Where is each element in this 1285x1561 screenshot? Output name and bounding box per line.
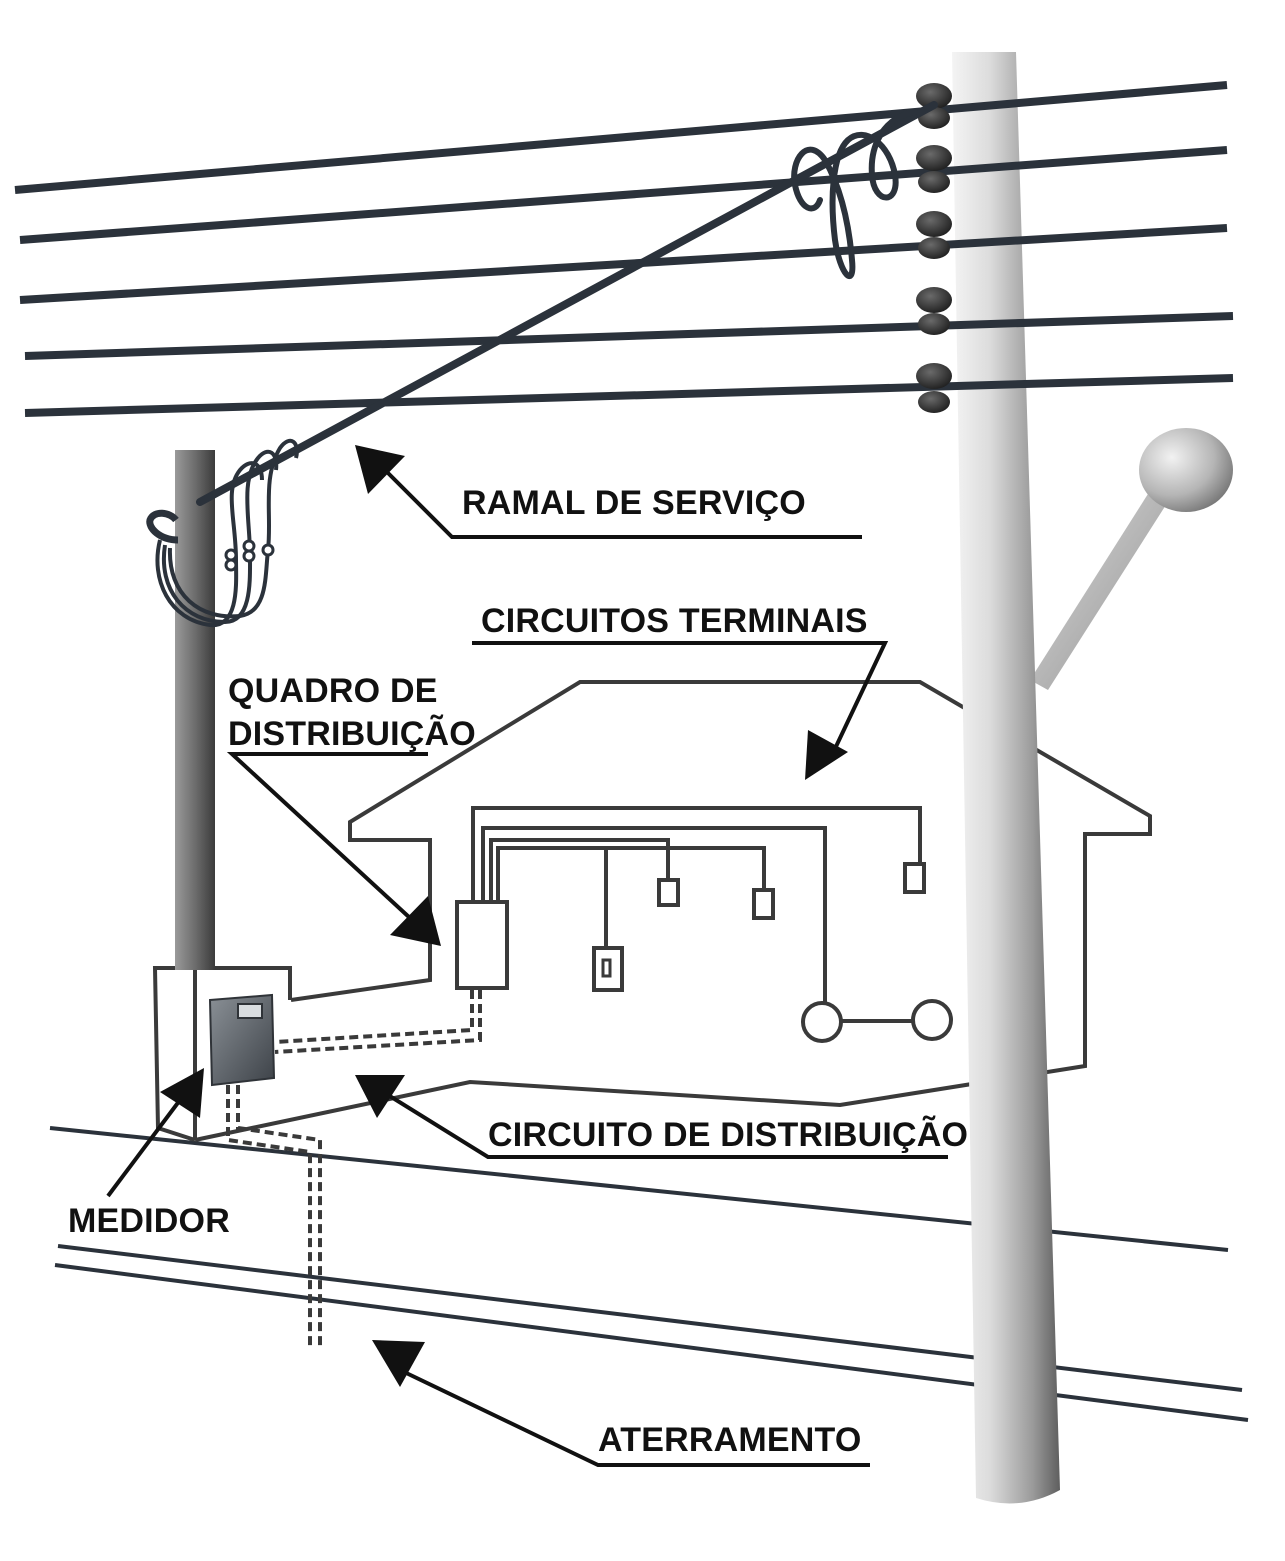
aterramento-arrowhead — [372, 1340, 425, 1387]
label-aterramento: ATERRAMENTO — [598, 1421, 862, 1459]
ramal-arrowhead — [355, 445, 405, 494]
service-entrance-insulators — [224, 539, 275, 572]
insulator-4 — [916, 287, 952, 335]
label-circuito-de-distribuicao: CIRCUITO DE DISTRIBUIÇÃO — [488, 1116, 968, 1154]
circuits — [455, 806, 953, 1043]
service-drop-loop — [791, 109, 918, 279]
switch-toggle — [601, 958, 612, 978]
outlet-3 — [903, 862, 926, 894]
insulator-5 — [916, 363, 952, 413]
outlet-2 — [752, 888, 775, 920]
medidor-arrowhead — [160, 1068, 204, 1118]
power-line-5 — [24, 374, 1234, 417]
energy-meter — [208, 993, 276, 1087]
insulator-2 — [916, 145, 952, 193]
meter-display — [237, 1003, 263, 1019]
street-lines — [49, 1126, 1249, 1422]
quadro-arrowhead — [390, 896, 441, 946]
utility-pole — [952, 52, 1060, 1504]
label-ramal-de-servico: RAMAL DE SERVIÇO — [462, 484, 806, 522]
lamp-arm — [1030, 475, 1178, 690]
terminais-arrowhead — [805, 730, 848, 780]
power-line-1 — [14, 81, 1228, 194]
label-quadro-line2: DISTRIBUIÇÃO — [228, 715, 476, 753]
circuit-wire-3 — [489, 838, 670, 902]
distribuicao-arrowhead — [355, 1075, 405, 1118]
terminais-leader — [472, 641, 889, 756]
outlet-1 — [657, 878, 680, 907]
power-line-3 — [19, 224, 1228, 304]
distribution-board — [455, 900, 509, 990]
switch-box — [592, 946, 624, 992]
circuit-wire-4 — [496, 846, 766, 902]
callouts — [106, 468, 948, 1467]
circuit-wire-2 — [481, 826, 827, 1003]
circuit-wire-1 — [471, 806, 922, 902]
label-quadro-line1: QUADRO DE — [228, 672, 438, 710]
distribution-circuit — [274, 990, 482, 1054]
power-lines — [14, 81, 1234, 417]
quadro-leader — [226, 752, 428, 920]
insulator-3 — [916, 211, 952, 259]
meter-wall — [152, 966, 292, 1142]
service-drop — [196, 101, 938, 506]
service-entrance-wires — [146, 438, 299, 628]
insulators — [916, 83, 952, 413]
street-lamp — [1030, 428, 1233, 690]
grounding-conductor — [226, 1085, 322, 1350]
label-circuitos-terminais: CIRCUITOS TERMINAIS — [481, 602, 868, 640]
label-medidor: MEDIDOR — [68, 1202, 230, 1240]
power-line-4 — [24, 312, 1234, 360]
power-line-2 — [19, 146, 1228, 244]
ramal-leader — [383, 468, 862, 539]
aterramento-leader — [399, 1368, 870, 1467]
medidor-leader — [106, 1098, 182, 1198]
distribuicao-leader — [378, 1088, 948, 1159]
weatherhead — [146, 509, 179, 544]
service-pole — [175, 450, 215, 970]
lamp-head — [1139, 428, 1233, 512]
labels: RAMAL DE SERVIÇO CIRCUITOS TERMINAIS QUA… — [68, 484, 968, 1459]
street-line-2 — [57, 1244, 1243, 1392]
arrowheads — [160, 445, 848, 1387]
lamp-point-1 — [801, 1001, 843, 1043]
service-drop-cable — [196, 101, 938, 506]
lamp-point-2 — [911, 999, 953, 1041]
street-line-3 — [54, 1263, 1249, 1422]
